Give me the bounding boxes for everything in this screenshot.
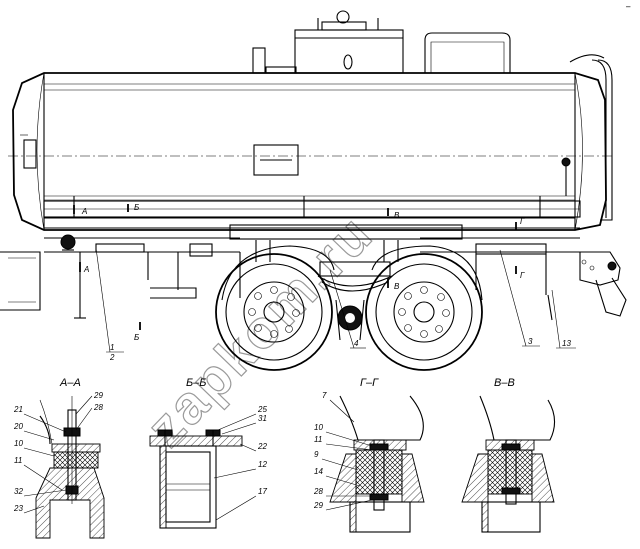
aa-callout-11: 11 bbox=[14, 456, 22, 465]
aa-callout-20: 20 bbox=[13, 422, 23, 431]
section-aa: А–А 21 20 10 11 32 23 29 28 bbox=[13, 377, 105, 539]
aa-callout-23: 23 bbox=[13, 504, 23, 513]
bb-callout-31: 31 bbox=[258, 414, 267, 423]
gg-callout-9: 9 bbox=[314, 450, 319, 459]
cut-g-top: Г bbox=[520, 217, 525, 226]
corner-mark: – bbox=[625, 2, 631, 11]
axle-wheels bbox=[215, 240, 483, 371]
cut-marks: А А Б Б В В Г Г bbox=[73, 203, 525, 342]
side-rail bbox=[43, 196, 581, 240]
cut-g-bottom: Г bbox=[520, 271, 525, 280]
gg-callout-29: 29 bbox=[313, 501, 323, 510]
bb-callout-17: 17 bbox=[258, 487, 267, 496]
cut-a-bottom: А bbox=[83, 265, 89, 274]
tank-body bbox=[8, 54, 613, 231]
cut-v-top: В bbox=[394, 211, 400, 220]
section-bb-title: Б–Б bbox=[186, 377, 206, 389]
section-vv-title: В–В bbox=[494, 377, 515, 389]
tank-dome bbox=[252, 10, 511, 74]
callout-4: 4 bbox=[354, 339, 359, 348]
bb-callout-25: 25 bbox=[257, 405, 267, 414]
main-callouts: 1 2 3 4 13 bbox=[95, 247, 576, 362]
callout-3: 3 bbox=[528, 337, 533, 346]
aa-callout-28: 28 bbox=[93, 403, 103, 412]
section-bb: Б–Б 25 31 22 12 17 bbox=[149, 377, 267, 529]
callout-2: 2 bbox=[109, 353, 115, 362]
section-gg-title: Г–Г bbox=[360, 377, 379, 389]
callout-13: 13 bbox=[562, 339, 571, 348]
cut-a-top: А bbox=[81, 207, 87, 216]
aa-callout-10: 10 bbox=[14, 439, 23, 448]
section-aa-title: А–А bbox=[59, 377, 81, 389]
gg-callout-14: 14 bbox=[314, 467, 323, 476]
cut-b-bottom: Б bbox=[134, 333, 139, 342]
gg-callout-28: 28 bbox=[313, 487, 323, 496]
aa-callout-21: 21 bbox=[13, 405, 23, 414]
cut-b-top: Б bbox=[134, 203, 139, 212]
gg-callout-10: 10 bbox=[314, 423, 323, 432]
chassis-frame bbox=[0, 234, 627, 321]
bb-callout-22: 22 bbox=[257, 442, 267, 451]
bb-callout-12: 12 bbox=[258, 460, 267, 469]
gg-callout-11: 11 bbox=[314, 435, 322, 444]
cut-v-bottom: В bbox=[394, 282, 400, 291]
section-gg: Г–Г 7 10 11 9 14 28 29 bbox=[313, 377, 425, 533]
gg-callout-7: 7 bbox=[322, 391, 327, 400]
section-vv: В–В bbox=[461, 377, 556, 533]
callout-1: 1 bbox=[110, 343, 114, 352]
aa-callout-29: 29 bbox=[93, 391, 103, 400]
aa-callout-32: 32 bbox=[14, 487, 23, 496]
